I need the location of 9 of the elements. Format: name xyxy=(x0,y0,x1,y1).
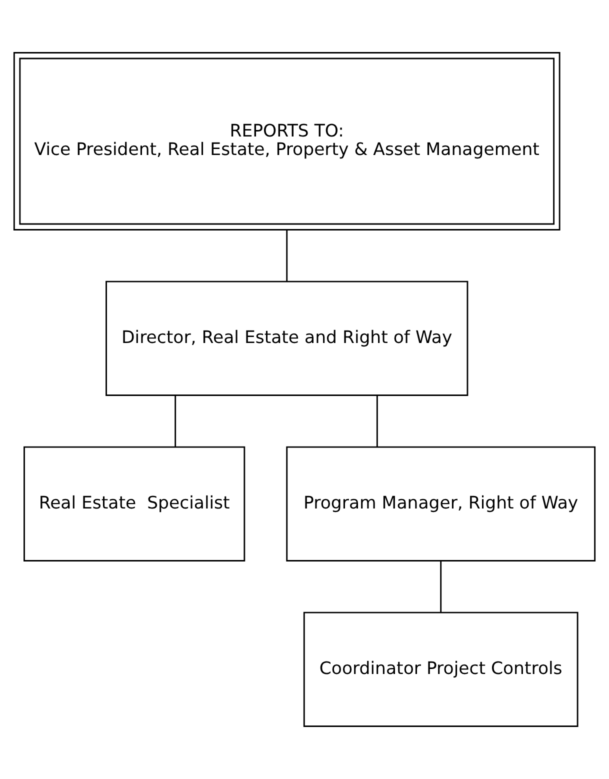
node-box: Coordinator Project Controls xyxy=(303,612,578,727)
connector xyxy=(376,395,378,447)
node-box: Program Manager, Right of Way xyxy=(286,446,596,562)
node-box: REPORTS TO: Vice President, Real Estate, Property & Asset Management xyxy=(13,52,560,230)
node-box: Real Estate Specialist xyxy=(24,446,246,562)
connector xyxy=(440,560,442,612)
connector xyxy=(286,230,288,282)
connector xyxy=(174,395,176,447)
node-box: Director, Real Estate and Right of Way xyxy=(106,280,468,396)
